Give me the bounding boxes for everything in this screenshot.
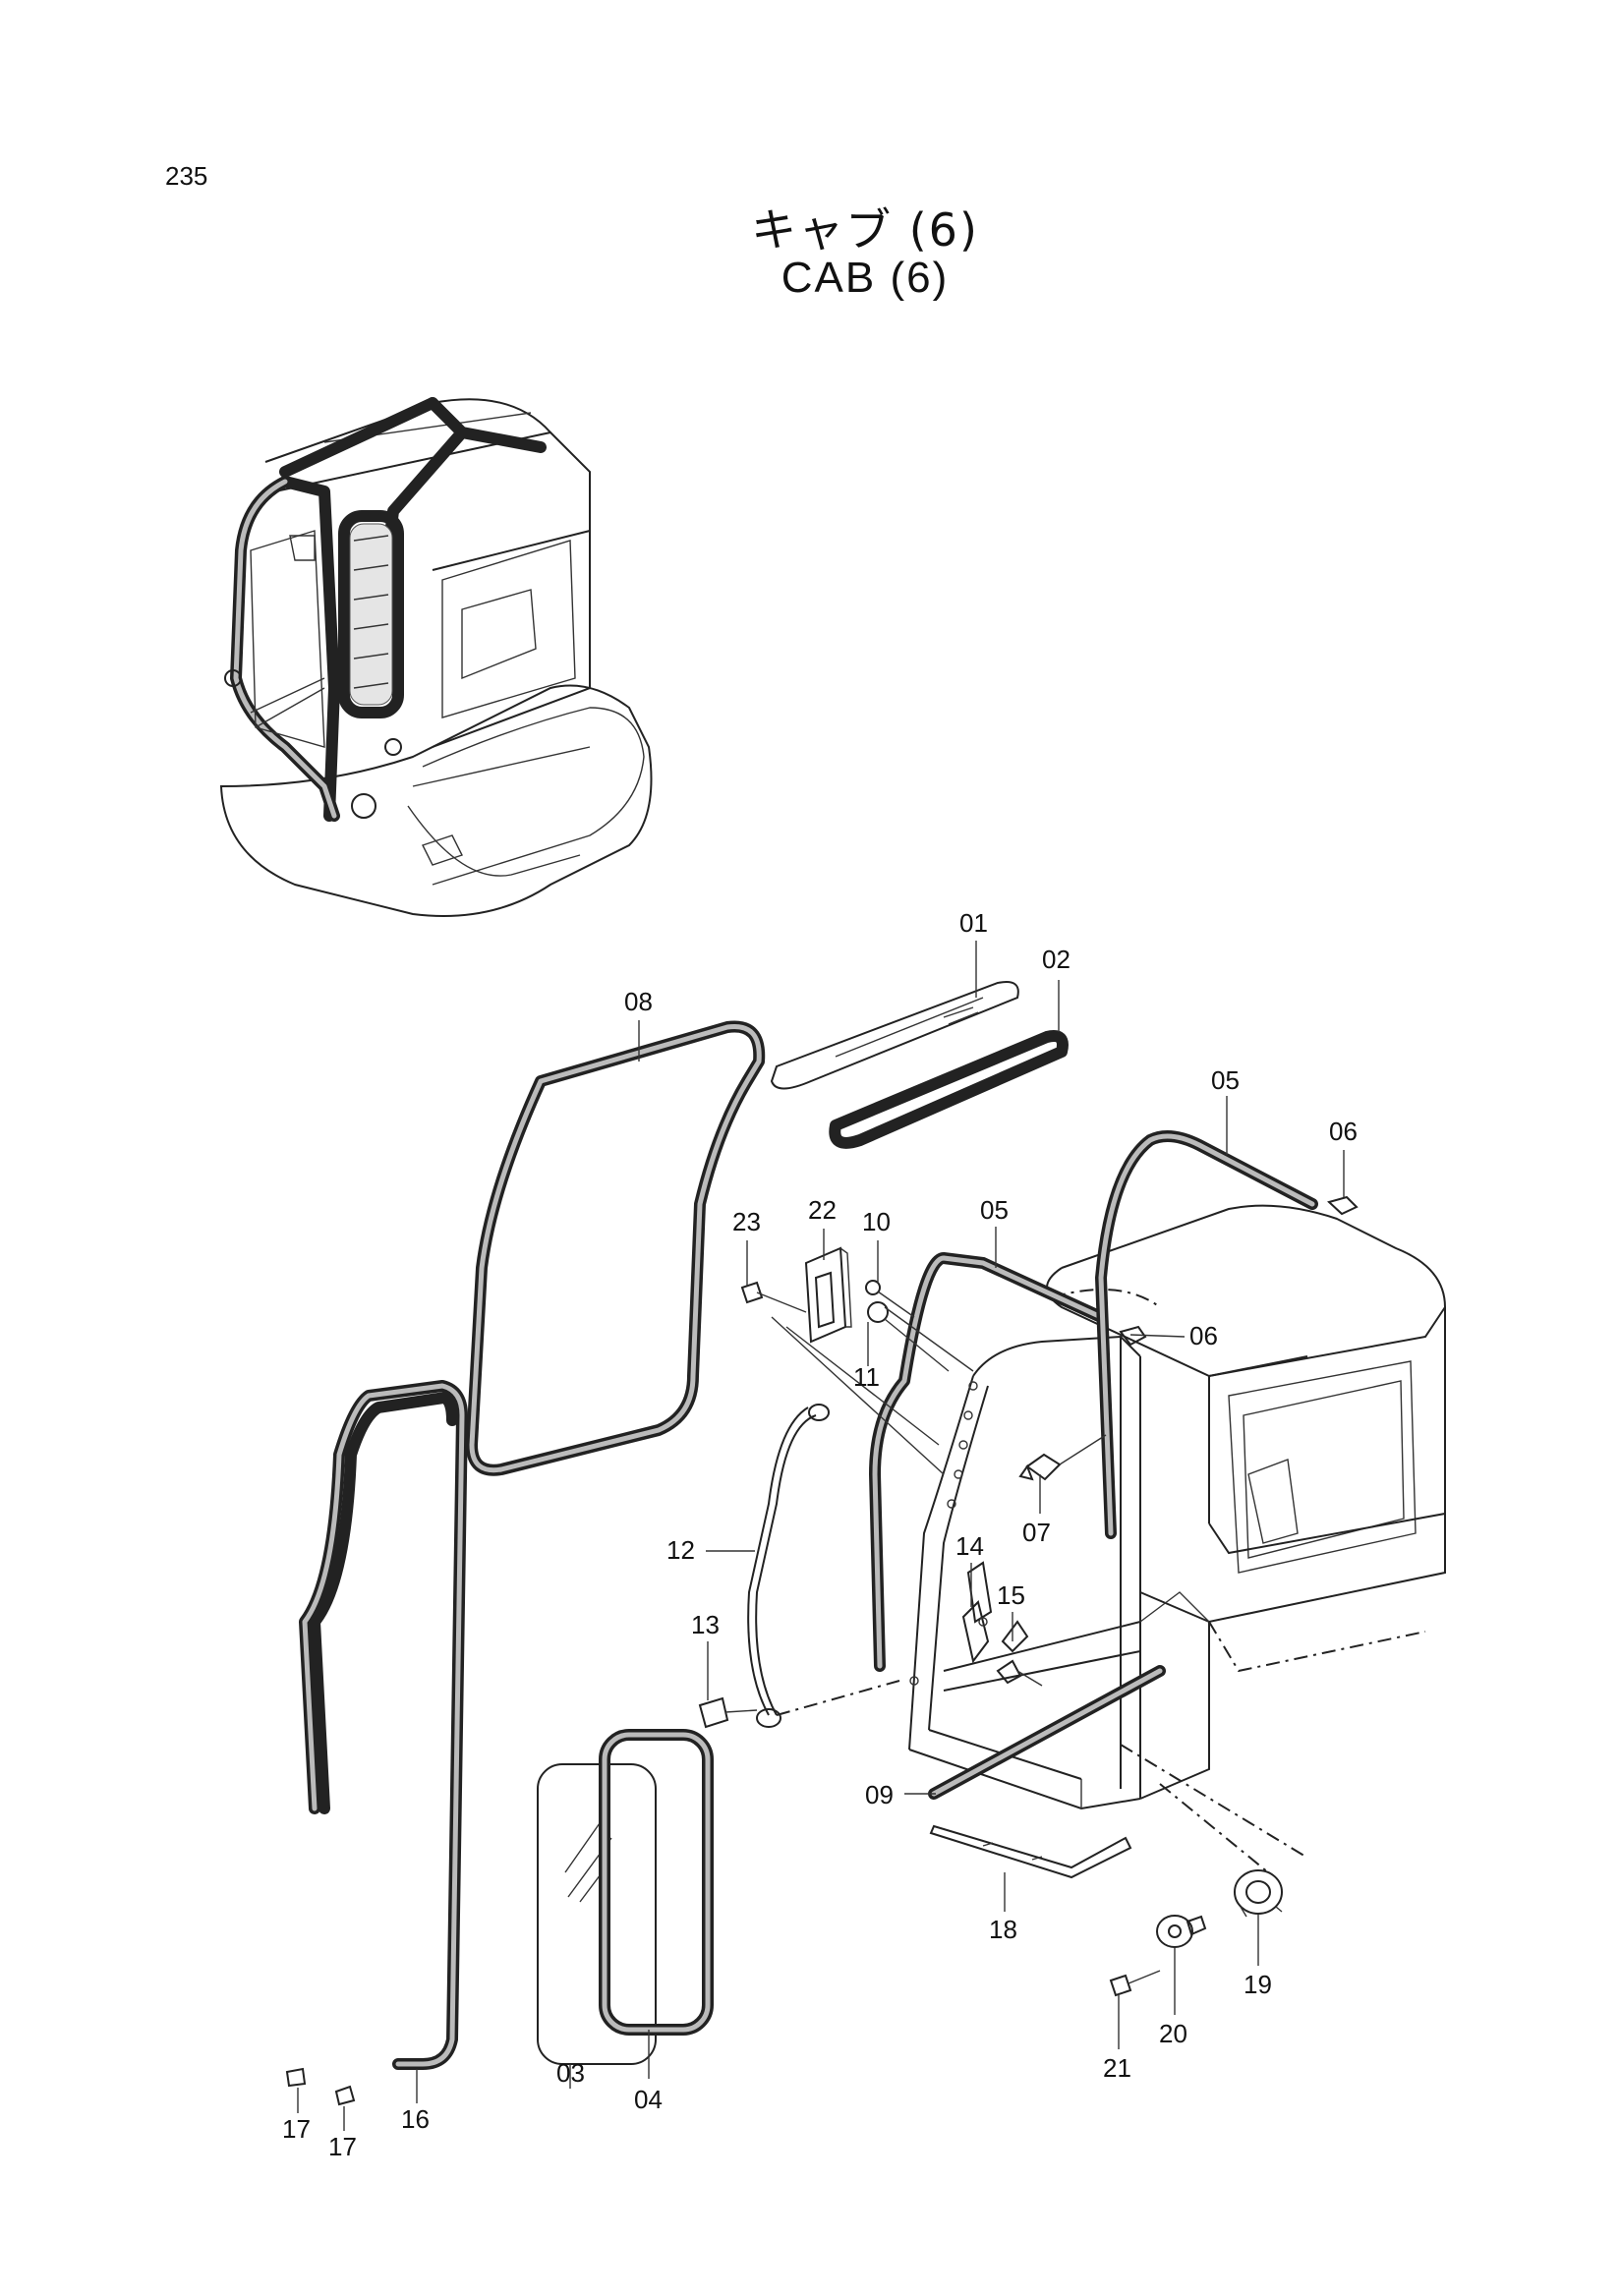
part-18-floor-plate [929,1824,1132,1879]
cab-frame-assembly [908,1204,1446,1810]
label-02: 02 [1042,945,1070,974]
page-number: 235 [165,161,208,191]
label-13: 13 [691,1610,720,1639]
part-04-glass-seal [599,1729,714,2036]
label-09: 09 [865,1780,894,1809]
part-08-door-weatherstrip [466,1020,766,1476]
cab-overview-illustration [219,397,653,917]
label-08: 08 [624,987,653,1016]
part-22-bracket [804,1246,852,1344]
part-03-window-glass [537,1763,657,2065]
leader-lines [297,941,1345,2131]
label-06-upper: 06 [1329,1117,1358,1146]
label-03: 03 [556,2058,585,2088]
part-06-clips [1119,1195,1359,1347]
label-14: 14 [955,1531,984,1561]
label-22: 22 [808,1195,837,1225]
part-17-clips [285,2067,356,2106]
label-07: 07 [1022,1518,1051,1547]
label-21: 21 [1103,2053,1131,2083]
label-19: 19 [1244,1970,1272,1999]
part-labels: 01 02 03 04 05 05 06 06 07 08 09 10 11 1… [282,908,1358,2161]
label-15: 15 [997,1580,1025,1610]
part-12-door-stay [747,1404,830,1728]
label-23: 23 [732,1207,761,1236]
part-14-latch-plate [961,1561,993,1664]
label-05-left: 05 [980,1195,1009,1225]
part-16-long-seal [299,1380,468,2070]
label-17-left: 17 [282,2114,311,2144]
part-19-bushing [1234,1869,1283,1918]
part-09-sill-strip [928,1665,1166,1800]
title-japanese: キャブ (6) [751,203,979,257]
label-10: 10 [862,1207,891,1236]
label-16: 16 [401,2104,430,2134]
label-17-right: 17 [328,2132,357,2161]
label-11: 11 [853,1362,880,1392]
part-20-roller [1156,1915,1207,1948]
title-english: CAB (6) [781,254,950,302]
part-23-bolt [740,1281,945,1475]
label-06-lower: 06 [1189,1321,1218,1350]
part-01-strip [770,981,1019,1090]
label-04: 04 [634,2085,663,2114]
part-21-bolt [1109,1744,1308,1997]
label-20: 20 [1159,2019,1187,2048]
part-13-bolt [698,1680,900,1729]
label-01: 01 [959,908,988,938]
part-10-11-bolt-washer [865,1280,974,1372]
part-05-edge-seal-right [1095,1130,1318,1539]
part-07-plug [1018,1434,1107,1481]
label-05-right: 05 [1211,1065,1240,1095]
label-18: 18 [989,1915,1017,1944]
part-15-bolt [996,1620,1043,1687]
label-12: 12 [666,1535,695,1565]
part-05-edge-seal-left [869,1252,1107,1672]
part-02-strip-seal [829,1030,1069,1149]
